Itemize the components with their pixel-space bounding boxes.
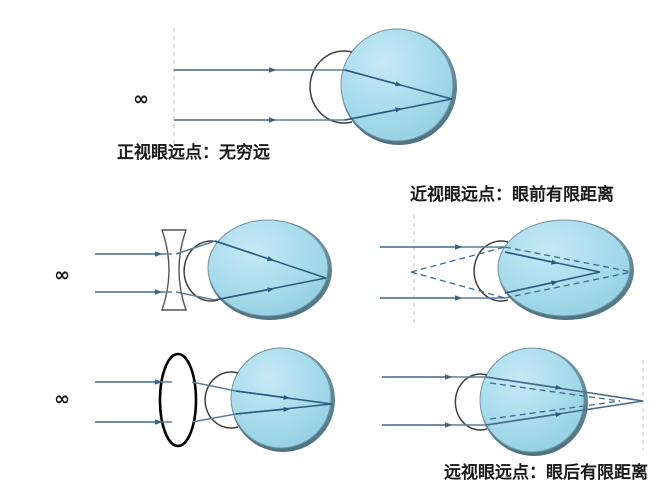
caption-myopia: 近视眼远点：眼前有限距离 <box>410 184 614 204</box>
hyperopic-eye-farpoint-panel: 远视眼远点：眼后有限距离 <box>382 347 648 482</box>
refracted-ray-bottom-arrow-5 <box>485 412 563 426</box>
eyeball-4 <box>230 347 332 449</box>
virtual-dashed-lower-5 <box>489 400 621 420</box>
emmetropic-eye-panel: ∞ 正视眼远点：无穷远 <box>117 28 457 162</box>
refracted-ray-top-arrow-2 <box>214 240 275 261</box>
cornea-arc-5 <box>454 373 488 431</box>
hyperopic-eye-corrected-panel: ∞ <box>54 347 335 452</box>
infinity-symbol-2: ∞ <box>54 264 70 286</box>
cornea-arc-2 <box>183 240 219 302</box>
biconvex-lens <box>158 352 198 448</box>
diverged-ray-bottom-2 <box>175 291 216 301</box>
eyeball-5 <box>479 347 585 453</box>
farpoint-dashed-upper <box>410 246 506 273</box>
virtual-dashed-upper-5 <box>489 382 621 402</box>
myopic-eye-farpoint-panel: 近视眼远点：眼前有限距离 <box>380 184 634 325</box>
eyeball-1 <box>340 28 454 142</box>
refracted-ray-bottom-arrow-3 <box>504 280 559 294</box>
biconcave-lens <box>161 229 187 311</box>
caption-emmetropia: 正视眼远点：无穷远 <box>117 142 270 162</box>
refracted-ray-bottom-arrow-1 <box>344 107 403 121</box>
infinity-symbol-3: ∞ <box>54 388 70 410</box>
eyeball-3 <box>497 219 631 317</box>
refracted-ray-top-arrow-1 <box>344 69 403 87</box>
refracted-ray-bottom-arrow-2 <box>214 287 275 301</box>
refracted-ray-bottom-arrow-4 <box>235 406 291 415</box>
refracted-ray-top-arrow-3 <box>504 251 559 265</box>
myopic-eye-corrected-panel: ∞ <box>54 219 332 320</box>
converged-ray-bottom-4 <box>191 413 237 423</box>
farpoint-dashed-inner-upper <box>504 246 633 273</box>
refracted-ray-top-arrow-4 <box>235 390 291 400</box>
farpoint-dashed-inner-lower <box>504 271 633 299</box>
cornea-arc-1 <box>309 50 353 124</box>
refracted-ray-top-arrow-5 <box>485 376 563 390</box>
converged-ray-top-4 <box>191 381 237 392</box>
diverged-ray-top-2 <box>175 240 216 255</box>
caption-hyperopia: 远视眼远点：眼后有限距离 <box>444 462 648 482</box>
cornea-arc-3 <box>473 240 509 302</box>
eyeball-2 <box>207 219 329 317</box>
infinity-symbol-1: ∞ <box>133 88 149 110</box>
cornea-arc-4 <box>204 371 239 429</box>
farpoint-dashed-lower <box>410 271 506 299</box>
